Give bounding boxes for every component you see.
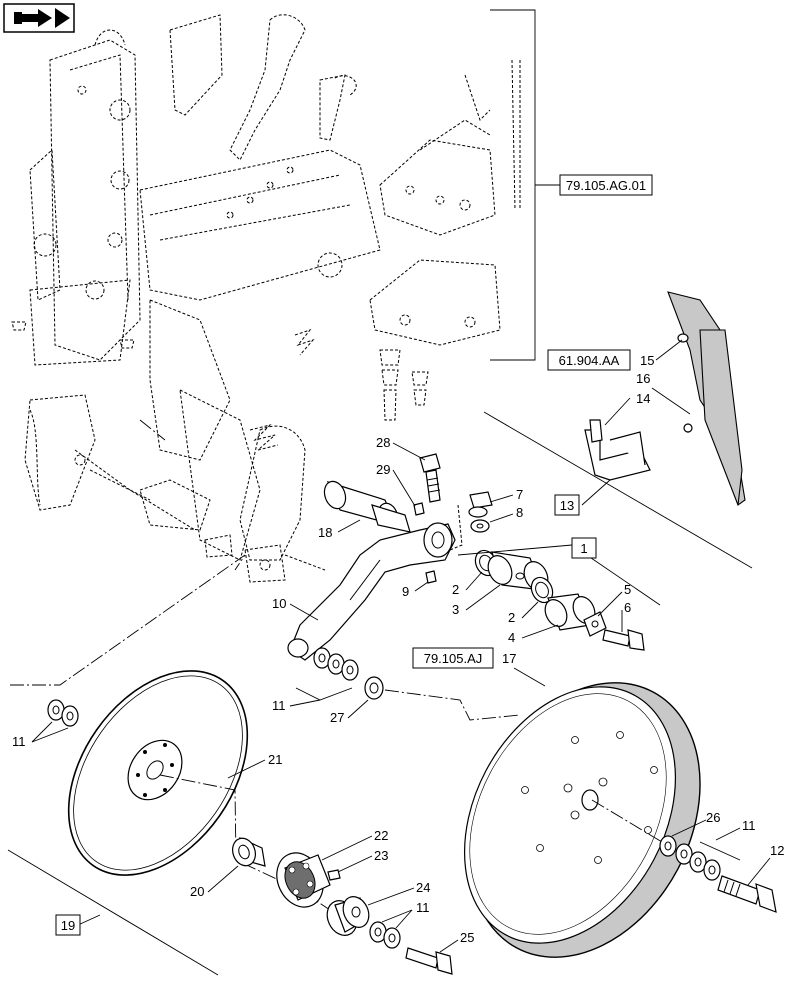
nav-button[interactable] <box>3 3 75 33</box>
callout-11c[interactable]: 11 <box>416 900 430 915</box>
bearing-20 <box>232 836 266 867</box>
callout-8[interactable]: 8 <box>516 505 523 520</box>
callout-10[interactable]: 10 <box>272 596 286 611</box>
callout-5[interactable]: 5 <box>624 582 631 597</box>
pivot-pin-18 <box>323 480 411 533</box>
washer-27 <box>364 676 384 700</box>
callout-12[interactable]: 12 <box>770 843 784 858</box>
scraper-blade <box>667 291 746 506</box>
svg-text:79.105.AJ: 79.105.AJ <box>424 651 483 666</box>
callout-6[interactable]: 6 <box>624 600 631 615</box>
callout-20[interactable]: 20 <box>190 884 204 899</box>
callout-21[interactable]: 21 <box>268 752 282 767</box>
callout-14[interactable]: 14 <box>636 391 650 406</box>
callout-22[interactable]: 22 <box>374 828 388 843</box>
callout-3[interactable]: 3 <box>452 602 459 617</box>
bolt-25 <box>405 947 453 975</box>
washer-stack-11-right <box>675 843 721 881</box>
grease-fitting-29 <box>413 502 425 516</box>
callout-11d[interactable]: 11 <box>742 818 756 833</box>
svg-text:19: 19 <box>61 918 75 933</box>
bolt-23 <box>327 869 341 881</box>
washer-26 <box>659 835 677 857</box>
ref-19[interactable]: 19 <box>55 914 81 936</box>
callout-18[interactable]: 18 <box>318 525 332 540</box>
grease-fitting-9 <box>425 570 437 584</box>
callout-29[interactable]: 29 <box>376 462 390 477</box>
bracket-14 <box>584 419 651 481</box>
callout-4[interactable]: 4 <box>508 630 515 645</box>
washer-stack-11-lower <box>369 921 401 949</box>
bracket-19-lines <box>7 849 219 976</box>
bracket-79105AG01 <box>490 9 560 361</box>
callout-7[interactable]: 7 <box>516 487 523 502</box>
dust-cap-24 <box>326 896 370 936</box>
bolt-28 <box>419 453 441 503</box>
callout-25[interactable]: 25 <box>460 930 474 945</box>
ref-79105AG01[interactable]: 79.105.AG.01 <box>559 174 653 196</box>
callout-26[interactable]: 26 <box>706 810 720 825</box>
ref-13[interactable]: 13 <box>554 494 580 516</box>
bolt-12 <box>717 875 777 913</box>
frame-assembly <box>11 14 521 583</box>
washer-8 <box>470 519 490 533</box>
hub-22 <box>276 852 331 908</box>
callout-15[interactable]: 15 <box>640 353 654 368</box>
bracket-13-lines <box>483 411 753 569</box>
spindle-3 <box>487 551 549 591</box>
ref-79105AJ[interactable]: 79.105.AJ <box>412 647 494 669</box>
callout-16[interactable]: 16 <box>636 371 650 386</box>
svg-text:1: 1 <box>580 541 587 556</box>
gauge-wheel-17 <box>463 682 701 958</box>
callout-9[interactable]: 9 <box>402 584 409 599</box>
callout-2b[interactable]: 2 <box>508 610 515 625</box>
ref-61904AA[interactable]: 61.904.AA <box>547 349 631 371</box>
callout-28[interactable]: 28 <box>376 435 390 450</box>
callout-2a[interactable]: 2 <box>452 582 459 597</box>
opener-disc-21 <box>67 670 249 876</box>
washer-5 <box>583 611 607 637</box>
washer-stack-11-left <box>47 699 79 727</box>
callout-17[interactable]: 17 <box>502 651 516 666</box>
bolt-6 <box>602 629 645 651</box>
callout-11a[interactable]: 11 <box>272 698 286 713</box>
gauge-wheel-arm-10 <box>287 522 456 661</box>
svg-text:79.105.AG.01: 79.105.AG.01 <box>566 178 646 193</box>
svg-text:61.904.AA: 61.904.AA <box>559 353 620 368</box>
nut-7 <box>468 491 493 518</box>
callout-23[interactable]: 23 <box>374 848 388 863</box>
washer-stack-11-upper <box>313 647 359 681</box>
callout-11b[interactable]: 11 <box>12 734 26 749</box>
svg-text:13: 13 <box>560 498 574 513</box>
callout-27[interactable]: 27 <box>330 710 344 725</box>
ref-1[interactable]: 1 <box>571 537 597 559</box>
callout-24[interactable]: 24 <box>416 880 430 895</box>
arrow-right-icon <box>14 8 70 28</box>
